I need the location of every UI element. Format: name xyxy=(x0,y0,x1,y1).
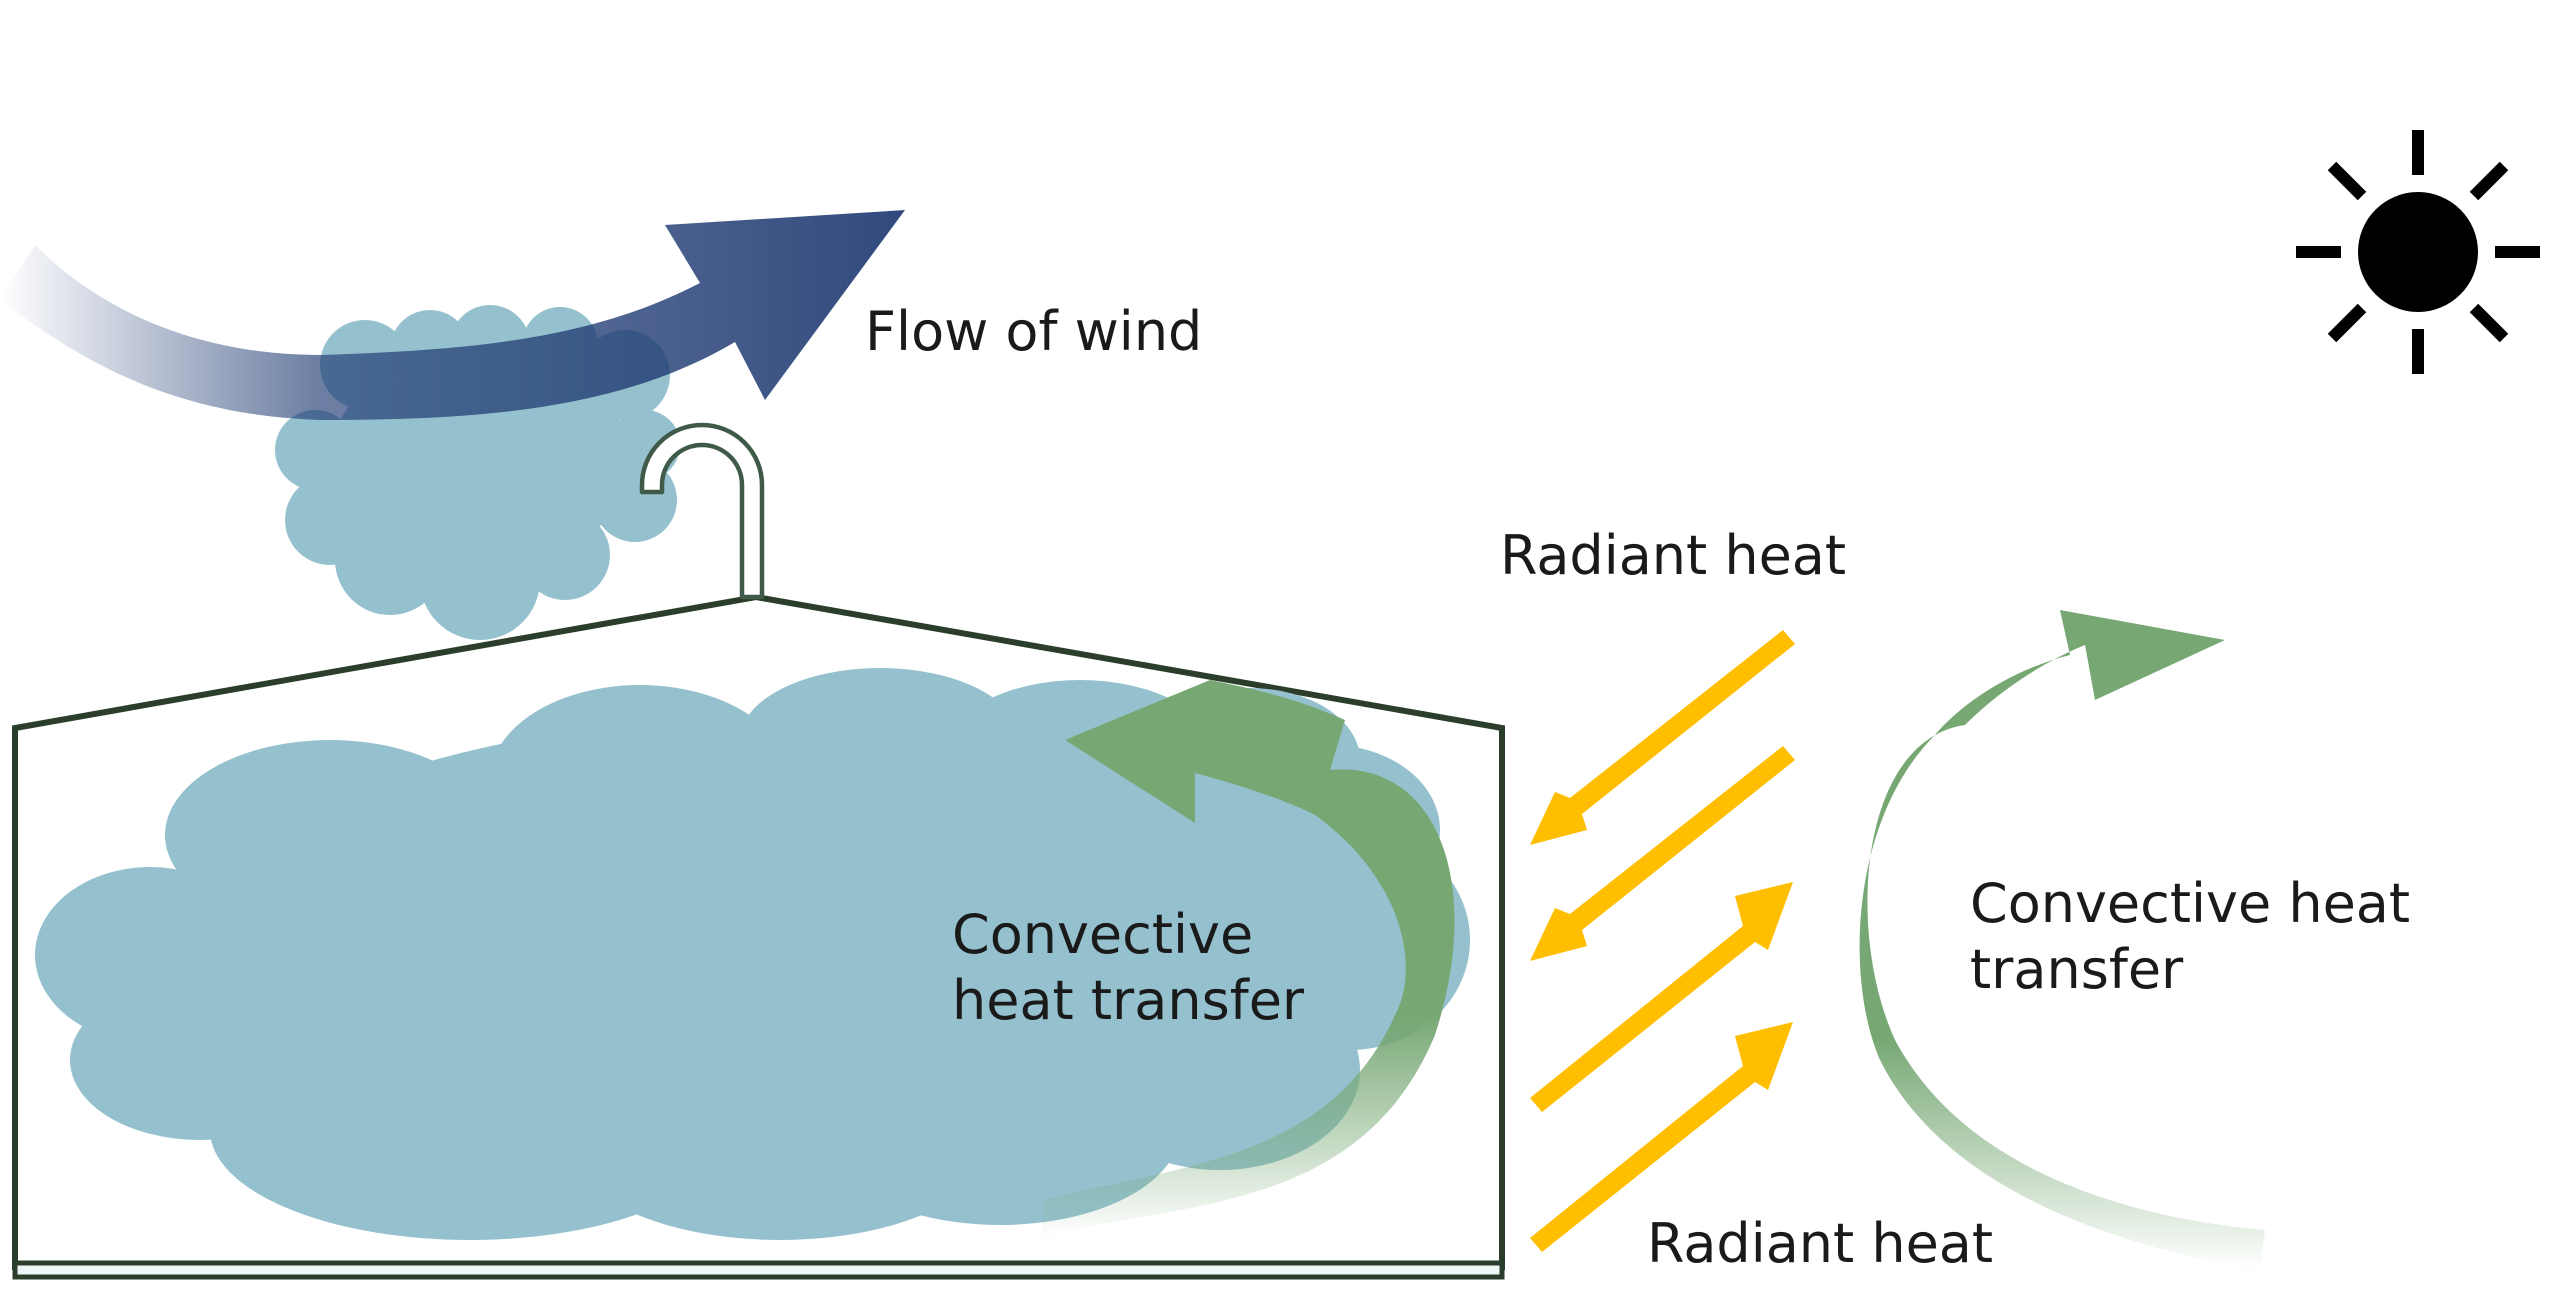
sun-icon xyxy=(2296,130,2540,374)
radiant-arrow-1 xyxy=(1530,630,1795,845)
label-radiant-heat-bottom: Radiant heat xyxy=(1647,1212,1993,1275)
label-convective-outside-line2: transfer xyxy=(1970,938,2184,1001)
radiant-heat-arrows xyxy=(1530,630,1795,1252)
building-floor xyxy=(12,1260,1505,1280)
label-convective-outside-line1: Convective heat xyxy=(1970,872,2410,935)
wind-arrow xyxy=(0,210,905,420)
radiant-arrow-2 xyxy=(1530,746,1795,961)
radiant-arrow-4 xyxy=(1530,1022,1793,1252)
label-flow-of-wind: Flow of wind xyxy=(865,300,1202,363)
vent-pipe-icon xyxy=(639,422,765,600)
label-convective-inside-line1: Convective xyxy=(952,903,1253,966)
convective-arrow-inside xyxy=(1040,680,1455,1238)
label-convective-inside-line2: heat transfer xyxy=(952,969,1305,1032)
radiant-arrow-3 xyxy=(1530,882,1793,1112)
label-radiant-heat-top: Radiant heat xyxy=(1500,524,1846,587)
